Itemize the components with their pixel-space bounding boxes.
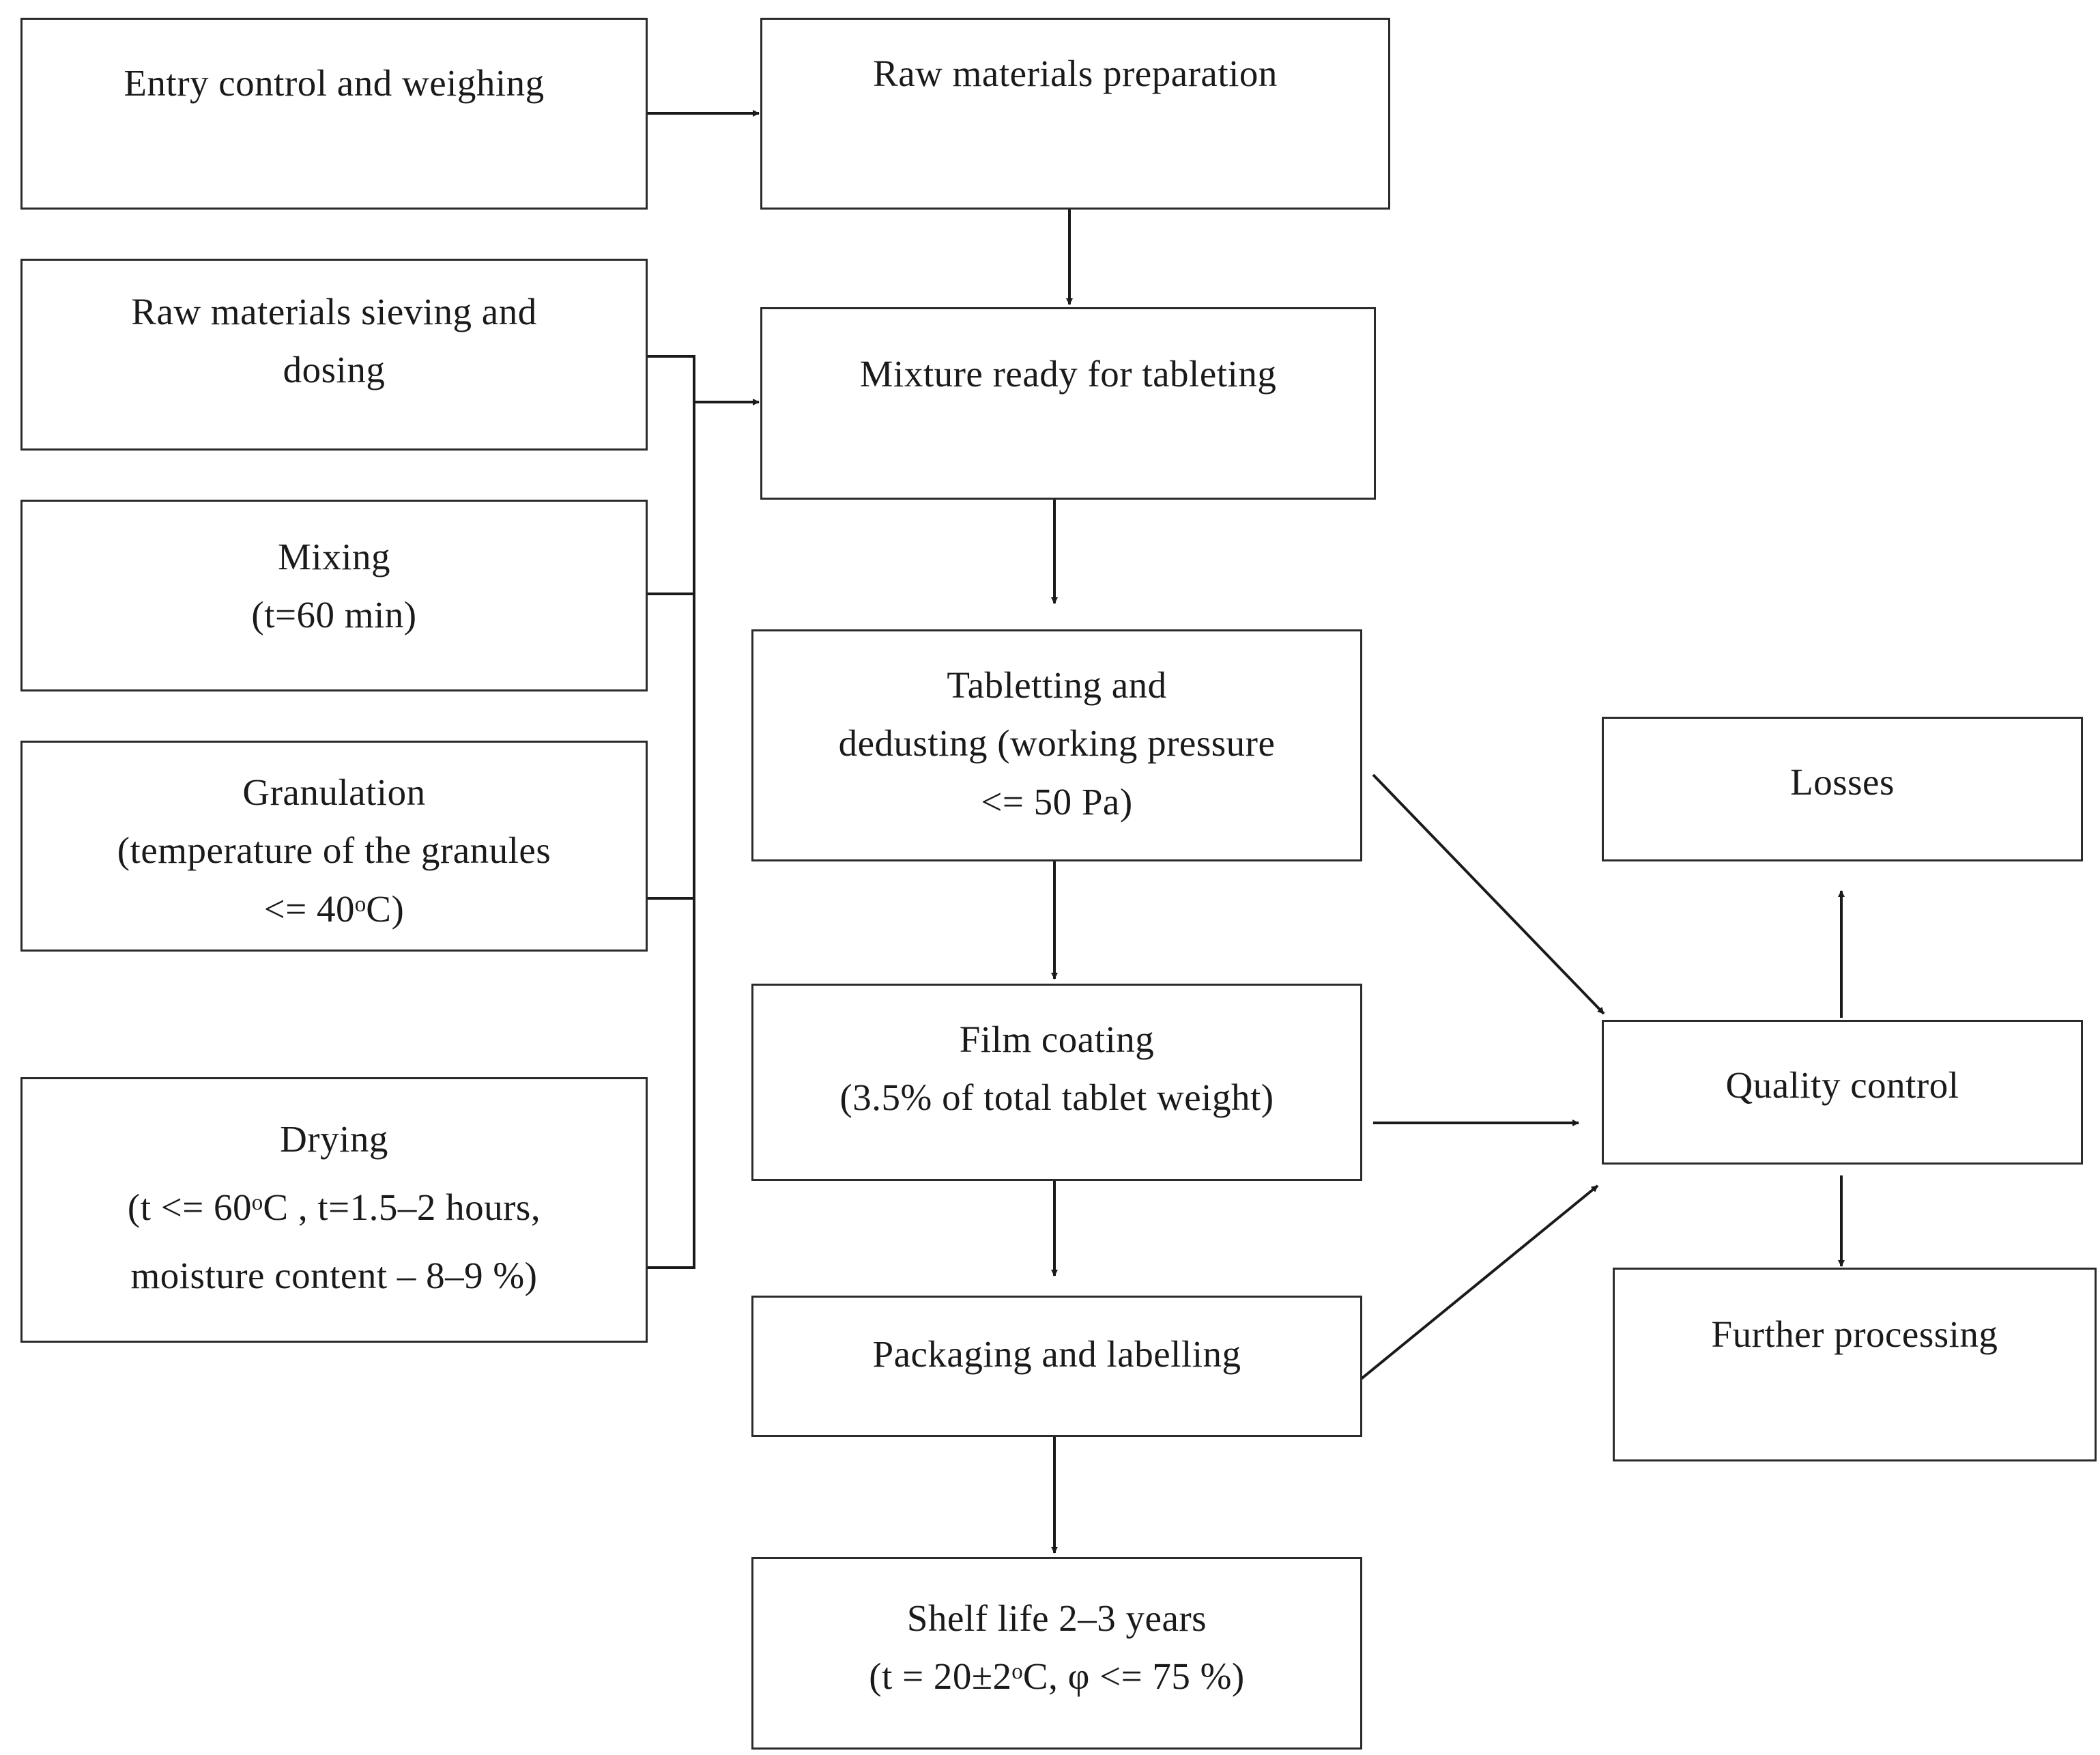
box-raw-materials-preparation: Raw materials preparation <box>760 18 1390 210</box>
box-entry-control: Entry control and weighing <box>20 18 648 210</box>
sieving-dosing-line-2: dosing <box>283 349 386 391</box>
bracket-left-steps <box>648 355 695 1269</box>
box-sieving-dosing: Raw materials sieving and dosing <box>20 259 648 451</box>
box-quality-control: Quality control <box>1602 1020 2083 1165</box>
box-shelf-life: Shelf life 2–3 years (t = 20±2ᵒC, φ <= 7… <box>751 1557 1362 1750</box>
box-film-coating: Film coating (3.5% of total tablet weigh… <box>751 984 1362 1181</box>
granulation-line-3: <= 40ᵒC) <box>263 887 405 930</box>
preparation-line-1: Raw materials preparation <box>873 53 1278 94</box>
mixing-line-1: Mixing <box>278 536 390 577</box>
box-mixing: Mixing (t=60 min) <box>20 500 648 691</box>
packaging-line-1: Packaging and labelling <box>872 1333 1241 1375</box>
drying-line-3: moisture content – 8–9 %) <box>130 1255 538 1297</box>
shelf-life-line-2: (t = 20±2ᵒC, φ <= 75 %) <box>869 1655 1245 1698</box>
shelf-life-line-1: Shelf life 2–3 years <box>906 1597 1207 1639</box>
box-packaging: Packaging and labelling <box>751 1296 1362 1437</box>
drying-line-2: (t <= 60ᵒC , t=1.5–2 hours, <box>127 1186 541 1229</box>
arrow-tabletting-to-quality <box>1372 773 1605 1015</box>
film-coating-line-2: (3.5% of total tablet weight) <box>839 1076 1274 1119</box>
box-further-processing: Further processing <box>1613 1268 2097 1461</box>
tabletting-line-2: dedusting (working pressure <box>838 722 1276 765</box>
tabletting-line-3: <= 50 Pa) <box>981 780 1133 823</box>
box-mixture-ready: Mixture ready for tableting <box>760 307 1376 500</box>
further-processing-line-1: Further processing <box>1711 1313 1998 1355</box>
granulation-line-2: (temperature of the granules <box>117 829 551 872</box>
box-losses: Losses <box>1602 717 2083 861</box>
granulation-line-1: Granulation <box>242 771 426 813</box>
box-tabletting: Tabletting and dedusting (working pressu… <box>751 629 1362 861</box>
mixture-ready-line-1: Mixture ready for tableting <box>859 353 1277 395</box>
losses-line-1: Losses <box>1790 761 1895 803</box>
film-coating-line-1: Film coating <box>959 1018 1155 1060</box>
tabletting-line-1: Tabletting and <box>947 664 1167 706</box>
drying-line-1: Drying <box>280 1118 388 1160</box>
sieving-dosing-line-1: Raw materials sieving and <box>131 291 537 332</box>
arrow-packaging-to-quality <box>1358 1184 1599 1382</box>
box-granulation: Granulation (temperature of the granules… <box>20 741 648 952</box>
box-drying: Drying (t <= 60ᵒC , t=1.5–2 hours, moist… <box>20 1077 648 1343</box>
quality-control-line-1: Quality control <box>1725 1064 1959 1106</box>
entry-control-line-1: Entry control and weighing <box>124 62 545 104</box>
mixing-line-2: (t=60 min) <box>251 594 417 636</box>
